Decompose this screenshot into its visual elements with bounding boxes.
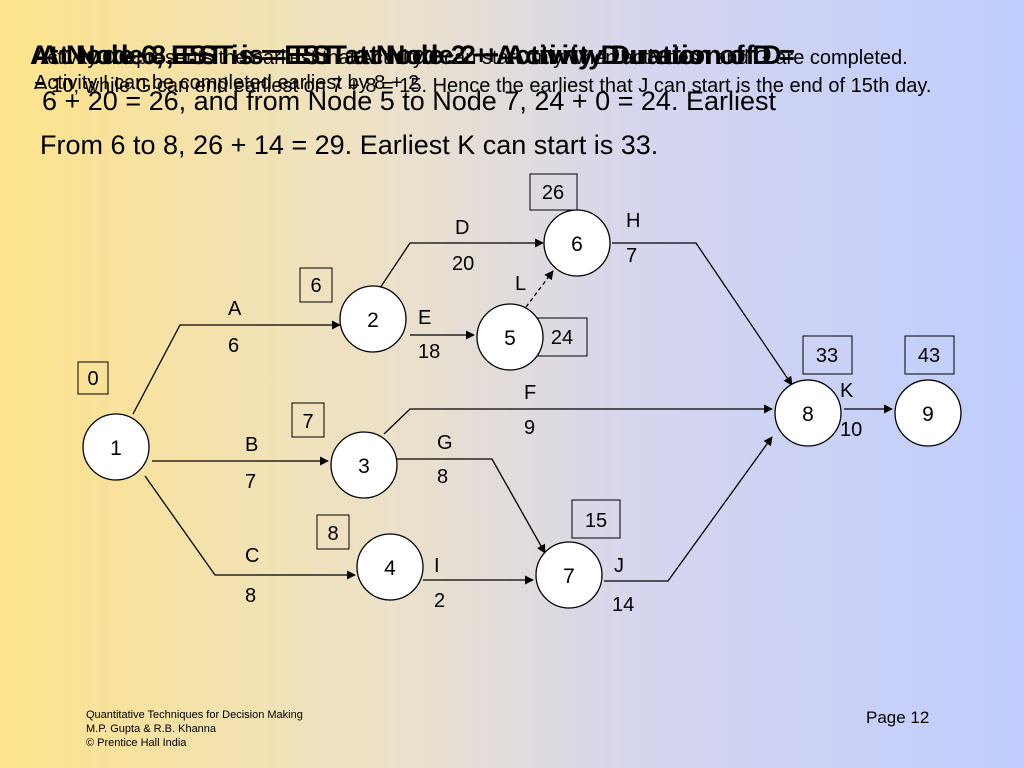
activity-duration-d: 20 <box>452 253 474 275</box>
node-9-label: 9 <box>922 403 934 426</box>
edge-l <box>525 270 554 308</box>
activity-duration-a: 6 <box>228 335 239 357</box>
activity-label-k: K <box>840 380 854 402</box>
node-3-label: 3 <box>358 455 370 478</box>
activity-duration-b: 7 <box>245 471 256 493</box>
node-2-label: 2 <box>367 309 379 332</box>
activity-duration-h: 7 <box>626 245 637 267</box>
est-value-node-1: 0 <box>87 368 98 390</box>
activity-duration-k: 10 <box>840 419 862 441</box>
node-1-label: 1 <box>110 437 122 460</box>
est-value-node-8: 33 <box>816 345 838 367</box>
est-box-node-1: 0 <box>77 361 109 395</box>
edge-h <box>612 242 793 386</box>
activity-label-b: B <box>245 434 258 456</box>
est-box-node-5: 24 <box>537 317 588 357</box>
node-3: 3 <box>330 431 398 499</box>
node-4-label: 4 <box>384 557 396 580</box>
activity-label-c: C <box>245 545 259 567</box>
node-9: 9 <box>894 379 962 447</box>
est-value-node-3: 7 <box>302 411 313 433</box>
est-value-node-4: 8 <box>327 523 338 545</box>
footer-book-title: Quantitative Techniques for Decision Mak… <box>86 709 303 721</box>
edge-j <box>604 436 773 582</box>
footer-authors: M.P. Gupta & R.B. Khanna <box>86 723 217 735</box>
est-box-node-6: 26 <box>529 173 578 211</box>
node-6-label: 6 <box>571 233 583 256</box>
activity-label-i: I <box>434 555 440 577</box>
est-box-node-7: 15 <box>571 499 621 539</box>
activity-label-a: A <box>228 298 242 320</box>
edge-d <box>379 238 544 289</box>
est-value-node-2: 6 <box>310 275 321 297</box>
node-6: 6 <box>543 209 611 277</box>
activity-label-h: H <box>626 210 640 232</box>
node-5: 5 <box>476 303 544 371</box>
edge-c <box>144 475 356 580</box>
node-5-label: 5 <box>504 327 516 350</box>
activity-duration-e: 18 <box>418 341 440 363</box>
footer-credits: Quantitative Techniques for Decision Mak… <box>86 708 303 750</box>
node-8-label: 8 <box>802 403 814 426</box>
node-7-label: 7 <box>563 565 575 588</box>
est-box-node-8: 33 <box>802 335 853 375</box>
node-2: 2 <box>339 285 407 353</box>
activity-label-g: G <box>437 432 453 454</box>
edges <box>132 238 893 585</box>
est-value-node-9: 43 <box>918 345 940 367</box>
edge-f <box>383 404 773 435</box>
activity-label-d: D <box>455 217 469 239</box>
activity-duration-c: 8 <box>245 585 256 607</box>
est-box-node-9: 43 <box>904 335 955 375</box>
est-box-node-3: 7 <box>291 402 325 438</box>
activity-duration-f: 9 <box>524 417 535 439</box>
node-8: 8 <box>774 379 842 447</box>
activity-duration-j: 14 <box>612 594 634 616</box>
activity-label-j: J <box>614 555 624 577</box>
edge-g <box>393 458 546 554</box>
page-number: Page 12 <box>866 708 930 727</box>
est-value-node-5: 24 <box>551 327 573 349</box>
est-box-node-2: 6 <box>299 267 333 303</box>
est-value-node-6: 26 <box>542 182 564 204</box>
node-1: 1 <box>82 413 150 481</box>
activity-label-l: L <box>515 273 526 295</box>
activity-label-f: F <box>524 382 536 404</box>
node-4: 4 <box>356 533 424 601</box>
activity-duration-g: 8 <box>437 466 448 488</box>
edge-a <box>132 320 341 415</box>
est-box-node-4: 8 <box>316 514 350 550</box>
activity-duration-i: 2 <box>434 590 445 612</box>
node-7: 7 <box>535 541 603 609</box>
est-value-node-7: 15 <box>585 510 607 532</box>
footer-publisher: © Prentice Hall India <box>86 737 187 749</box>
activity-label-e: E <box>418 307 431 329</box>
